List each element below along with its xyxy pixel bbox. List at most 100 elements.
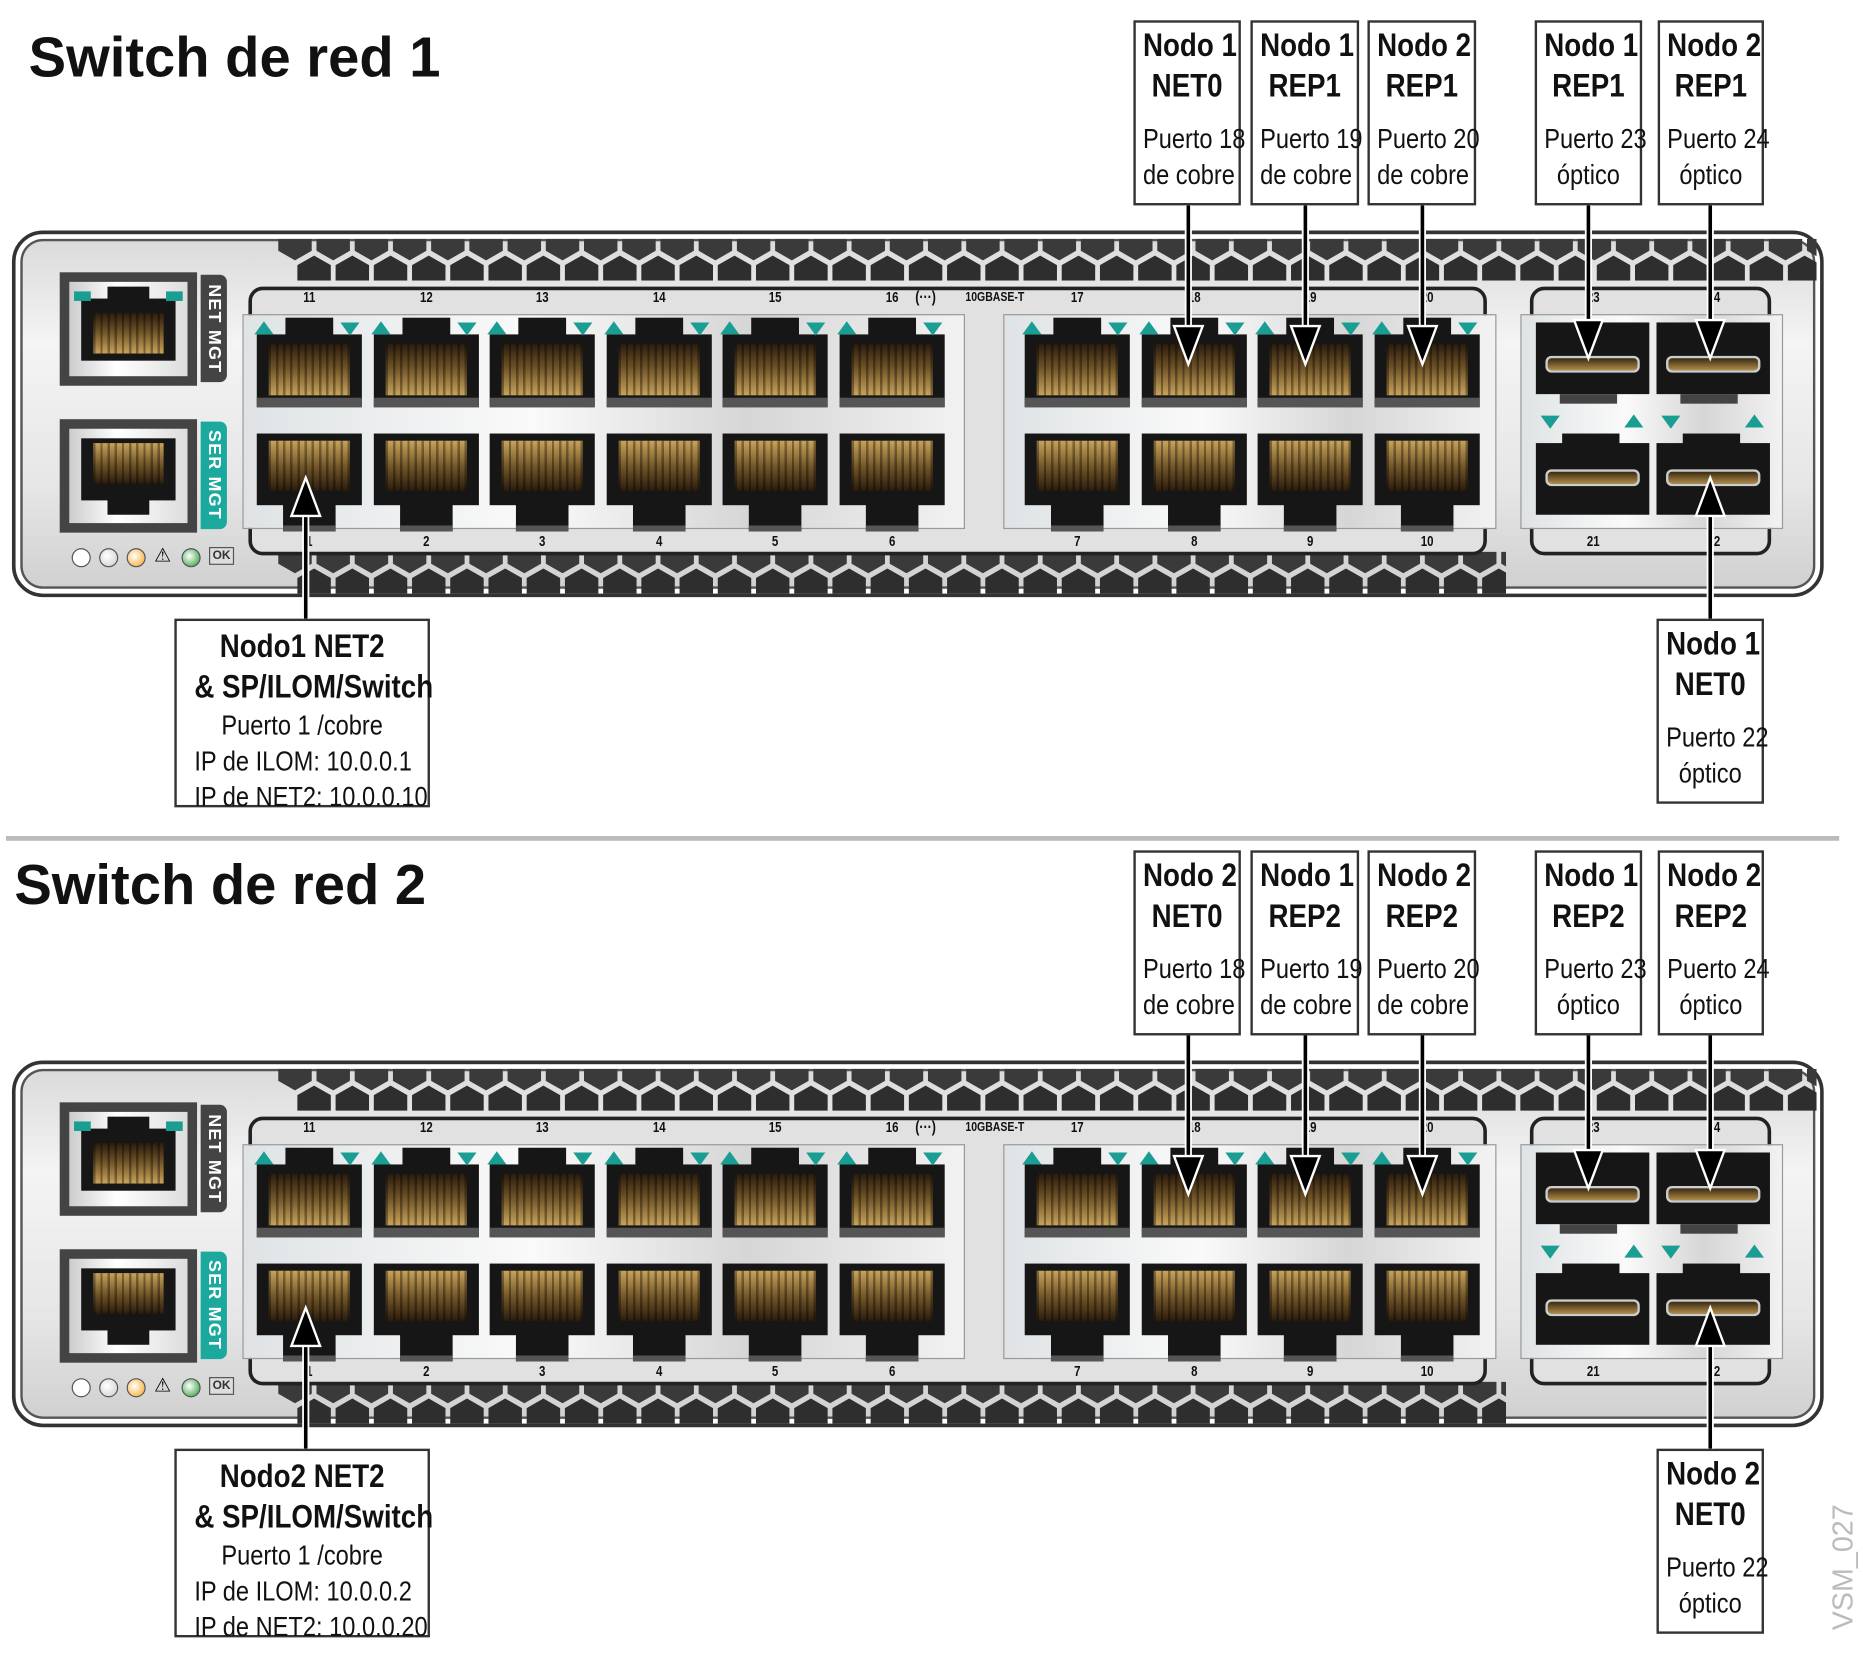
callout-detail: de cobre [1377, 988, 1470, 1020]
switch-title: Switch de red 1 [28, 25, 441, 89]
port-latch [748, 1334, 802, 1362]
port-latch [518, 317, 567, 337]
port-latch [1400, 503, 1453, 532]
callout-detail: Puerto 20 [1377, 123, 1480, 155]
sfp-port-bottom [1656, 1273, 1770, 1345]
port-number: 6 [888, 1362, 895, 1380]
port-contacts [501, 1270, 583, 1321]
port-latch [1400, 1334, 1453, 1362]
rj45-port-top [606, 334, 712, 408]
callout-detail: óptico [1678, 757, 1742, 789]
top-vent [278, 238, 1817, 281]
port-number: 8 [1190, 532, 1197, 550]
port-number: 23 [1586, 1119, 1600, 1136]
port-contacts [618, 1173, 700, 1226]
ok-led [181, 1378, 201, 1398]
callout-title: Nodo 1 [1260, 857, 1355, 894]
link-led-icon [1457, 1152, 1477, 1166]
activity-led-icon [1255, 1151, 1275, 1165]
sfp-latch [1562, 1263, 1620, 1276]
port-number: 4 [655, 532, 662, 550]
port-contacts [93, 312, 164, 354]
rj45-port-top [489, 1164, 595, 1238]
link-led-icon [1341, 322, 1361, 336]
port-latch [515, 503, 569, 532]
port-latch [634, 1147, 683, 1167]
port-latch [401, 317, 450, 337]
link-led-icon [1224, 322, 1244, 336]
link-led-icon [1457, 322, 1477, 336]
callout-title: REP2 [1385, 898, 1459, 934]
activity-led-icon [370, 321, 390, 335]
callout-detail: Puerto 18 [1142, 123, 1246, 155]
port-contacts [1385, 343, 1468, 396]
port-contacts [1036, 440, 1118, 491]
activity-led [166, 1121, 183, 1132]
port-latch [867, 317, 916, 337]
port-number: 17 [1070, 1119, 1084, 1136]
activity-led-icon [1371, 321, 1391, 335]
activity-led-icon [1022, 321, 1042, 335]
rj45-port-bottom [373, 1263, 479, 1336]
port-number: 20 [1420, 1119, 1433, 1136]
callout-title: Nodo 1 [1666, 625, 1761, 662]
link-led-icon [806, 322, 826, 336]
port-number: 15 [768, 1119, 782, 1136]
spacer [1253, 106, 1357, 120]
port-number: 13 [535, 289, 549, 306]
sfp-latch [1682, 433, 1741, 446]
port-number: 20 [1420, 289, 1433, 306]
port-number: 5 [771, 532, 779, 550]
port-number: 18 [1187, 1119, 1201, 1136]
callout-detail: Puerto 20 [1377, 953, 1480, 985]
port-latch [518, 1147, 567, 1167]
callout-title: Nodo 2 [1666, 1455, 1761, 1492]
callout-title: NET0 [1674, 1496, 1746, 1533]
rj45-port-bottom [489, 1263, 595, 1336]
rj45-port-bottom [1024, 1263, 1130, 1336]
rj45-port-bottom [606, 433, 712, 506]
port-contacts [618, 1270, 700, 1321]
port-contacts [1153, 440, 1235, 491]
ser-mgt-port-label: SER MGT [200, 421, 227, 530]
callout-detail: de cobre [1142, 158, 1235, 190]
section-divider [5, 836, 1840, 841]
port-contacts [501, 343, 583, 396]
port-number: 19 [1303, 1119, 1317, 1136]
activity-led-icon [720, 1151, 740, 1165]
link-led-icon [1108, 1152, 1128, 1166]
callout-detail: de cobre [1377, 158, 1470, 190]
figure-id: VSM_027 [1827, 1504, 1860, 1631]
ser-mgt-port-socket [69, 428, 188, 524]
port-number: 7 [1074, 532, 1081, 550]
locator-led [71, 1378, 91, 1398]
ser-mgt-port-socket [69, 1258, 188, 1354]
rj45-socket [81, 298, 176, 361]
sfp-latch [1559, 1224, 1618, 1234]
callout-detail: óptico [1556, 988, 1620, 1020]
port-latch [1286, 317, 1335, 337]
link-led-icon [689, 1152, 709, 1166]
port-contacts [385, 1270, 467, 1321]
port-number: 21 [1586, 532, 1600, 550]
rj45-socket [81, 438, 176, 501]
sfp-slot [1545, 355, 1640, 373]
sfp-port-top [1535, 322, 1650, 395]
port-contacts [850, 440, 933, 491]
callout-title: & SP/ILOM/Switch [194, 1498, 434, 1535]
link-led [74, 1121, 91, 1132]
port-number: 14 [652, 1119, 666, 1136]
spacer [1537, 936, 1640, 950]
port-contacts [385, 1173, 467, 1226]
rj45-port-bottom [373, 433, 479, 506]
port-number: 6 [888, 532, 895, 550]
activity-led-icon [487, 321, 507, 335]
port-latch [865, 1334, 918, 1362]
